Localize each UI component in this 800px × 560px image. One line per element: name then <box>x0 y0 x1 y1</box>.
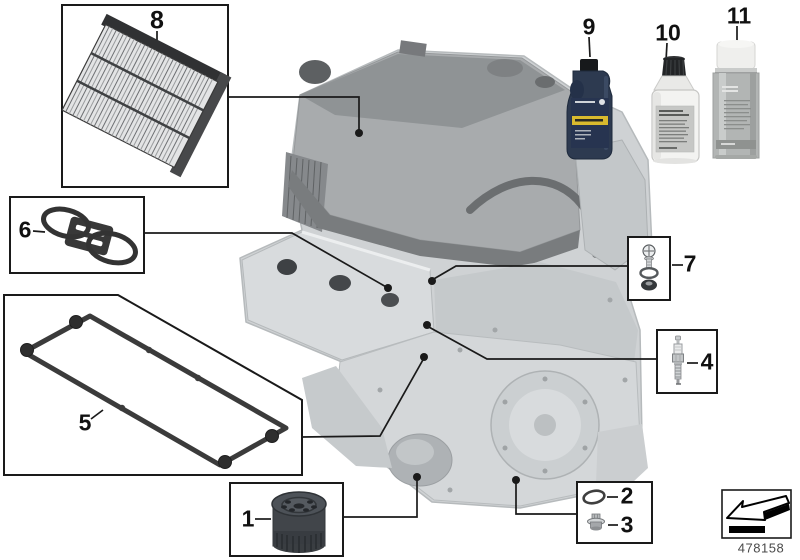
callout-box-2-3[interactable] <box>576 481 653 544</box>
valve-cover-gasket <box>20 313 289 469</box>
leader-lines <box>32 26 738 526</box>
callout-label-9[interactable]: 9 <box>582 13 596 40</box>
fluid-bottle <box>651 56 700 164</box>
callout-label-4[interactable]: 4 <box>700 348 714 375</box>
ignition-coil <box>329 275 351 291</box>
leader-dots <box>355 129 520 484</box>
callout-box-4[interactable] <box>656 329 718 394</box>
ignition-coil <box>277 259 297 275</box>
engine-oil-bottle <box>566 59 613 160</box>
engine-illustration <box>239 40 653 509</box>
oil-filter <box>271 491 327 553</box>
callout-box-5[interactable] <box>3 294 303 476</box>
callout-label-5[interactable]: 5 <box>78 409 92 436</box>
callout-label-3[interactable]: 3 <box>620 511 634 538</box>
callout-label-1[interactable]: 1 <box>241 505 255 532</box>
air-filter-element <box>61 13 232 178</box>
callout-label-6[interactable]: 6 <box>18 216 32 243</box>
oil-drain-plug <box>587 513 605 531</box>
footer-thumbnail[interactable] <box>721 489 792 539</box>
spark-plug <box>672 335 684 385</box>
diagram-number: 478158 <box>737 540 785 556</box>
intake-snorkel <box>299 60 331 84</box>
direction-arrow-icon <box>726 495 790 533</box>
screw-washer-grommet-set <box>639 244 659 291</box>
profile-gasket <box>41 206 138 266</box>
callout-label-10[interactable]: 10 <box>655 19 681 46</box>
spray-can <box>712 40 760 159</box>
callout-label-8[interactable]: 8 <box>150 6 164 35</box>
callout-label-2[interactable]: 2 <box>620 482 634 509</box>
ignition-coil <box>381 293 399 307</box>
callout-label-11[interactable]: 11 <box>726 2 752 29</box>
o-ring <box>582 489 606 505</box>
callout-label-7[interactable]: 7 <box>683 250 697 277</box>
